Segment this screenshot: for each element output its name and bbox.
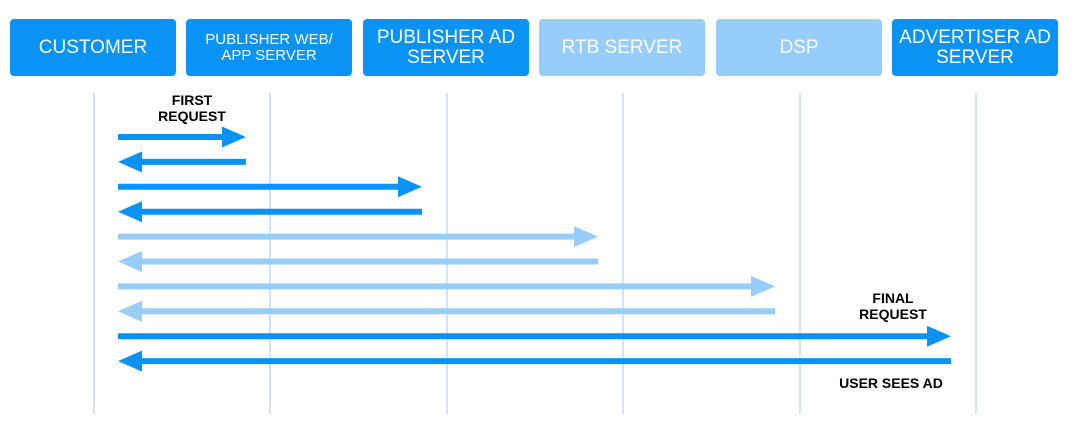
header-publisher-web-app-server-label: PUBLISHER WEB/ APP SERVER (205, 30, 333, 64)
arrow-rtb-server-to-customer (118, 251, 598, 272)
header-publisher-ad-server: PUBLISHER AD SERVER (363, 19, 529, 76)
header-rtb-server-label: RTB SERVER (561, 36, 683, 58)
arrow-customer-to-advertiser-ad-server (118, 325, 951, 347)
arrow-dsp-to-customer (118, 300, 775, 322)
arrow-publisher-web-app-server-to-customer (118, 151, 246, 173)
header-publisher-web-app-server: PUBLISHER WEB/ APP SERVER (186, 19, 352, 76)
header-dsp-label: DSP (779, 36, 819, 58)
arrow-customer-to-publisher-web-app-server (118, 126, 246, 148)
header-dsp: DSP (716, 19, 882, 76)
arrow-publisher-ad-server-to-customer (118, 201, 422, 223)
header-publisher-ad-server-label: PUBLISHER AD SERVER (376, 26, 516, 68)
header-rtb-server: RTB SERVER (539, 19, 705, 76)
arrow-customer-to-publisher-ad-server (118, 176, 422, 198)
header-advertiser-ad-server-label: ADVERTISER AD SERVER (899, 26, 1051, 68)
header-advertiser-ad-server: ADVERTISER AD SERVER (892, 19, 1058, 76)
arrow-advertiser-ad-server-to-customer (118, 350, 951, 372)
first-request-label: FIRST REQUEST (158, 92, 226, 125)
header-customer-label: CUSTOMER (38, 36, 148, 58)
user-sees-ad-label: USER SEES AD (839, 375, 943, 391)
arrow-customer-to-rtb-server (118, 226, 598, 248)
header-customer: CUSTOMER (10, 19, 176, 76)
arrow-customer-to-dsp (118, 275, 775, 297)
final-request-label: FINAL REQUEST (859, 290, 927, 323)
